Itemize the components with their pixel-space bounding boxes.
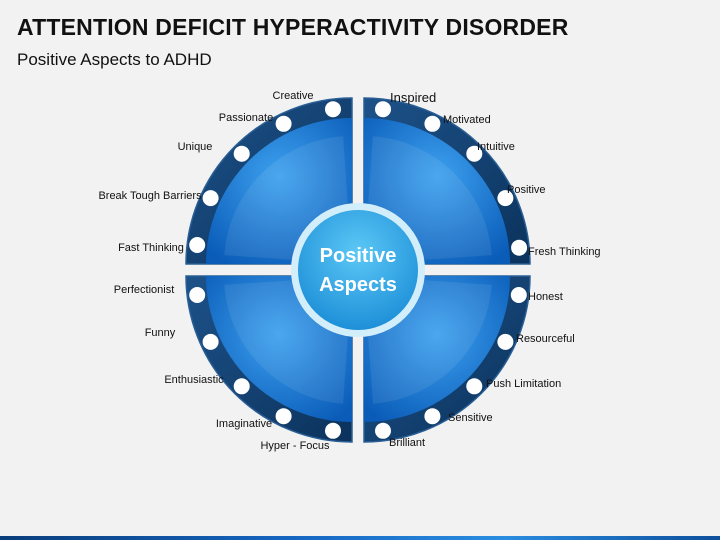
aspect-label: Creative: [273, 90, 314, 102]
aspect-dot: [275, 408, 292, 425]
aspect-dot: [202, 333, 219, 350]
aspect-dot: [233, 378, 250, 395]
aspect-dot: [325, 422, 341, 439]
aspect-dot: [189, 287, 206, 303]
aspect-dot: [233, 145, 250, 162]
aspect-label: Hyper - Focus: [260, 440, 330, 452]
aspect-label: Honest: [528, 291, 563, 303]
center-circle: Positive Aspects: [291, 203, 425, 337]
aspect-label: Break Tough Barriers: [98, 190, 202, 202]
aspect-label: Fresh Thinking: [528, 246, 601, 258]
aspect-label: Intuitive: [477, 141, 515, 153]
aspect-label: Passionate: [219, 112, 273, 124]
aspect-dot: [497, 333, 514, 350]
aspect-dots: [189, 101, 528, 439]
aspect-label: Positive: [507, 184, 546, 196]
aspect-label: Resourceful: [516, 333, 575, 345]
aspect-label: Push Limitation: [486, 378, 561, 390]
aspect-dot: [466, 378, 483, 395]
aspect-label: Unique: [178, 141, 213, 153]
aspect-label: Funny: [145, 327, 176, 339]
aspect-dot: [375, 101, 391, 118]
aspect-label: Motivated: [443, 114, 491, 126]
aspect-label: Inspired: [390, 90, 436, 105]
aspect-label: Brilliant: [389, 437, 425, 449]
aspect-label: Sensitive: [448, 412, 493, 424]
aspect-dot: [202, 190, 219, 207]
aspect-label: Enthusiastic: [164, 374, 224, 386]
page-subtitle: Positive Aspects to ADHD: [17, 50, 212, 69]
aspect-dot: [424, 408, 441, 425]
aspect-label: Fast Thinking: [118, 242, 184, 254]
aspect-dot: [275, 115, 292, 132]
aspect-dot: [510, 287, 527, 303]
aspect-dot: [189, 237, 206, 253]
center-title-line1: Positive: [320, 245, 397, 267]
center-title-line2: Aspects: [319, 274, 397, 296]
aspect-dot: [511, 239, 528, 256]
aspect-dot: [497, 190, 514, 207]
footer-bar: [0, 536, 720, 540]
aspect-dot: [424, 115, 441, 132]
aspect-dot: [466, 145, 483, 162]
aspect-dot: [375, 422, 391, 439]
aspect-dot: [325, 101, 341, 118]
page-title: ATTENTION DEFICIT HYPERACTIVITY DISORDER: [17, 14, 569, 40]
aspect-label: Imaginative: [216, 418, 272, 430]
aspect-label: Perfectionist: [114, 284, 175, 296]
